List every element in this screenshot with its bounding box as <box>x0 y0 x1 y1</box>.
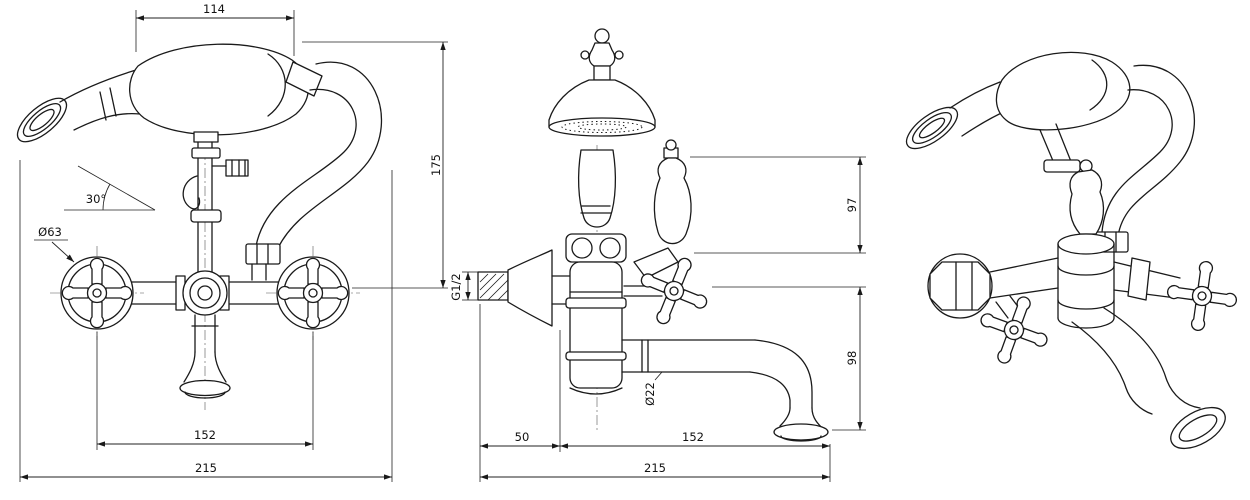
persp-body <box>1057 233 1115 329</box>
perspective-view <box>905 51 1241 450</box>
dim-front-diameter: Ø63 <box>34 225 75 263</box>
side-wall-bracket <box>580 28 624 81</box>
persp-wall-flange <box>927 253 1059 319</box>
hose-connector <box>285 61 323 97</box>
front-spout <box>179 314 231 399</box>
persp-lever-handle <box>1069 159 1105 235</box>
dim-label-front-valve-centers: 152 <box>194 428 216 442</box>
dim-side-d22: Ø22 <box>643 371 663 406</box>
dim-label-front-handset-length: 114 <box>203 2 225 16</box>
dim-label-front-escutcheon-diameter: Ø63 <box>38 225 62 239</box>
spout-bell <box>179 379 231 397</box>
dim-label-side-upper-height: 97 <box>845 198 859 213</box>
dim-label-side-wall-offset: 50 <box>515 430 530 444</box>
front-hand-shower <box>16 43 323 143</box>
side-main-body <box>565 233 627 395</box>
dim-label-side-lower-height: 98 <box>845 351 859 366</box>
side-view: G1/2 97 98 Ø22 50 152 215 <box>449 28 866 482</box>
dim-label-side-spout-reach: 152 <box>682 430 704 444</box>
handset-neck <box>59 69 137 103</box>
spray-face <box>548 117 656 137</box>
side-lever-handle <box>633 139 692 279</box>
cradle-hook <box>182 175 201 210</box>
side-handset-handle <box>577 149 617 228</box>
dim-label-front-overall-width: 215 <box>195 461 217 475</box>
persp-spout <box>1071 307 1226 450</box>
hose-nut <box>245 243 281 265</box>
persp-handset-handle <box>995 51 1131 131</box>
front-valve-body <box>60 256 350 330</box>
front-shower-hose <box>245 61 383 281</box>
dim-label-side-thread: G1/2 <box>449 273 463 300</box>
dim-side-98: 98 <box>712 286 866 431</box>
dim-side-97: 97 <box>690 156 866 254</box>
side-shower-head <box>548 79 656 137</box>
persp-hand-shower <box>905 51 1131 150</box>
side-wall-flange <box>477 249 571 327</box>
side-cross-handle <box>623 246 719 336</box>
dim-front-angle: 30° <box>64 165 156 211</box>
shower-head-face <box>16 97 68 143</box>
dim-label-front-overall-height: 175 <box>429 154 443 176</box>
handset-handle <box>128 43 309 136</box>
spout-mouth <box>773 423 829 441</box>
persp-right-cross-handle <box>1113 257 1241 335</box>
dim-front-152: 152 <box>96 332 314 450</box>
side-spout <box>621 339 829 442</box>
persp-holder-post <box>1039 123 1081 173</box>
dim-side-g12: G1/2 <box>449 271 478 301</box>
dim-label-side-spout-diameter: Ø22 <box>643 382 657 406</box>
dim-side-50-152: 50 152 <box>479 304 831 482</box>
dim-front-175: 175 <box>302 41 448 289</box>
front-view: 114 175 30° Ø63 152 215 <box>16 2 448 482</box>
persp-left-cross-handle <box>970 286 1059 375</box>
dim-front-215: 215 <box>19 160 393 482</box>
dim-label-front-angle: 30° <box>86 192 106 206</box>
front-handset-holder <box>182 131 249 273</box>
dim-label-side-overall-depth: 215 <box>644 461 666 475</box>
dim-side-215: 215 <box>480 461 830 480</box>
persp-spout-mouth <box>1170 406 1226 450</box>
dim-front-114: 114 <box>135 2 295 56</box>
